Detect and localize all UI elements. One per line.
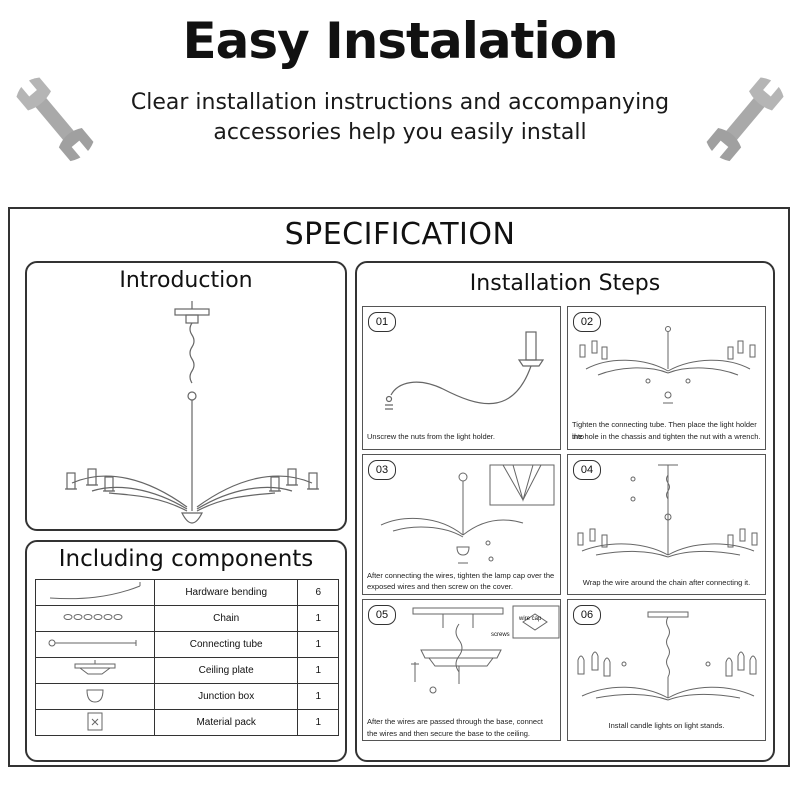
chandelier-illustration	[65, 301, 319, 524]
component-qty: 6	[297, 579, 339, 606]
step-number: 05	[368, 605, 396, 625]
table-row: Chain 1	[35, 605, 339, 632]
component-name: Material pack	[153, 709, 299, 736]
step-06: 06 Install candle lights on light stands…	[567, 599, 766, 741]
step-number: 04	[573, 460, 601, 480]
step-06-illustration	[577, 611, 757, 701]
step-number: 06	[573, 605, 601, 625]
chain-icon	[35, 605, 155, 632]
step-04-illustration	[577, 464, 758, 558]
component-qty: 1	[297, 605, 339, 632]
step-04: 04 Wrap the wire around the chain after …	[567, 454, 766, 595]
wrench-icon	[16, 77, 94, 162]
step-03-illustration	[380, 464, 555, 564]
step-number: 01	[368, 312, 396, 332]
table-row: Junction box 1	[35, 683, 339, 710]
step-caption: Install candle lights on light stands.	[608, 721, 725, 730]
step-caption-line-2: the hole in the chassis and tighten the …	[572, 432, 761, 441]
table-row: Connecting tube 1	[35, 631, 339, 658]
component-qty: 1	[297, 709, 339, 736]
step-05-illustration	[411, 605, 560, 694]
step-02-illustration	[579, 326, 756, 404]
step-02: 02 Tighten the connecting tube. Then pla…	[567, 306, 766, 450]
component-qty: 1	[297, 631, 339, 658]
introduction-panel: Introduction	[25, 261, 347, 531]
subtitle-line-1: Clear installation instructions and acco…	[130, 90, 670, 115]
component-name: Ceiling plate	[153, 657, 299, 684]
specification-title: SPECIFICATION	[284, 217, 516, 252]
table-row: Material pack 1	[35, 709, 339, 736]
installation-steps-panel: Installation Steps 01 Unscrew the nuts f…	[355, 261, 775, 762]
junction-box-icon	[35, 683, 155, 710]
wire-cap-label: wire cap	[519, 616, 542, 622]
component-qty: 1	[297, 657, 339, 684]
hardware-bending-icon	[35, 579, 155, 606]
ceiling-plate-icon	[35, 657, 155, 684]
step-05: wire cap screws 05 After the wires are p…	[362, 599, 561, 741]
screws-label: screws	[491, 632, 510, 638]
page-subtitle: Clear installation instructions and acco…	[100, 88, 700, 148]
table-row: Hardware bending 6	[35, 579, 339, 606]
wrench-icon	[706, 77, 784, 162]
components-panel: Including components Hardware bending 6 …	[25, 540, 347, 762]
material-pack-icon	[35, 709, 155, 736]
step-caption: Wrap the wire around the chain after con…	[582, 578, 751, 587]
step-number: 03	[368, 460, 396, 480]
page-title: Easy Instalation	[182, 12, 618, 70]
step-caption-line-1: After the wires are passed through the b…	[367, 717, 543, 726]
installation-steps-title: Installation Steps	[469, 271, 661, 296]
step-caption: Unscrew the nuts from the light holder.	[367, 432, 495, 441]
step-caption-line-1: Tighten the connecting tube. Then place …	[572, 420, 757, 441]
component-qty: 1	[297, 683, 339, 710]
component-name: Hardware bending	[153, 579, 299, 606]
components-table: Hardware bending 6 Chain 1 Connecting tu…	[35, 579, 339, 736]
step-03: 03 After connecting the wires, tighten t…	[362, 454, 561, 595]
connecting-tube-icon	[35, 631, 155, 658]
specification-frame	[8, 207, 790, 767]
components-title: Including components	[58, 546, 314, 572]
step-caption-line-2: exposed wires and then screw on the cove…	[367, 582, 513, 591]
step-caption-line-1: After connecting the wires, tighten the …	[367, 571, 555, 580]
step-caption-line-2: the wires and then secure the base to th…	[367, 729, 531, 738]
component-name: Connecting tube	[153, 631, 299, 658]
table-row: Ceiling plate 1	[35, 657, 339, 684]
step-01-illustration	[385, 331, 545, 410]
introduction-title: Introduction	[119, 268, 253, 293]
subtitle-line-2: accessories help you easily install	[213, 120, 587, 145]
component-name: Junction box	[153, 683, 299, 710]
step-number: 02	[573, 312, 601, 332]
component-name: Chain	[153, 605, 299, 632]
step-01: 01 Unscrew the nuts from the light holde…	[362, 306, 561, 450]
